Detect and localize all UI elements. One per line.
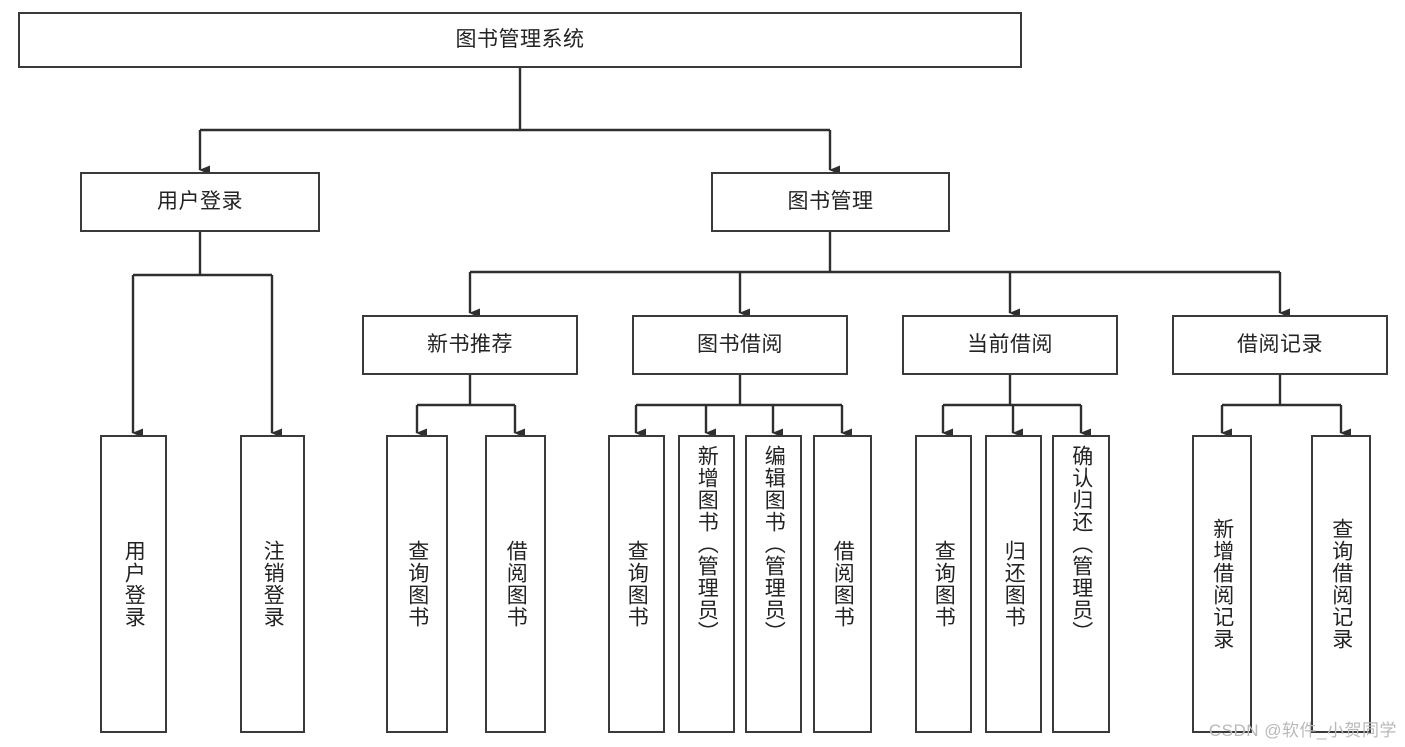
- node-leaf-logout-label: 注销登录: [261, 540, 285, 628]
- node-leaf-borrow-book-rec-label: 借阅图书: [504, 540, 528, 628]
- node-leaf-confirm-return-label: 确认归还（管理员）: [1069, 445, 1093, 643]
- node-root-system[interactable]: 图书管理系统: [18, 12, 1022, 68]
- node-leaf-query-record[interactable]: 查询借阅记录: [1311, 435, 1371, 733]
- node-current-borrow-label: 当前借阅: [967, 333, 1053, 357]
- node-book-borrow-label: 图书借阅: [697, 333, 783, 357]
- node-borrow-record-label: 借阅记录: [1237, 333, 1323, 357]
- node-new-book-recommend-label: 新书推荐: [427, 333, 513, 357]
- node-leaf-logout[interactable]: 注销登录: [240, 435, 305, 733]
- node-leaf-add-book-label: 新增图书（管理员）: [695, 445, 719, 643]
- node-leaf-query-book-cur[interactable]: 查询图书: [915, 435, 972, 733]
- node-leaf-add-record-label: 新增借阅记录: [1210, 518, 1234, 650]
- node-leaf-query-book-rec-label: 查询图书: [405, 540, 429, 628]
- node-borrow-record[interactable]: 借阅记录: [1172, 315, 1388, 375]
- node-user-login[interactable]: 用户登录: [80, 172, 320, 232]
- node-leaf-return-book[interactable]: 归还图书: [985, 435, 1042, 733]
- node-leaf-confirm-return[interactable]: 确认归还（管理员）: [1052, 435, 1110, 733]
- node-book-borrow[interactable]: 图书借阅: [632, 315, 848, 375]
- node-leaf-query-record-label: 查询借阅记录: [1329, 518, 1353, 650]
- node-user-login-label: 用户登录: [157, 190, 243, 214]
- node-new-book-recommend[interactable]: 新书推荐: [362, 315, 578, 375]
- node-book-manage[interactable]: 图书管理: [711, 172, 950, 232]
- node-leaf-edit-book[interactable]: 编辑图书（管理员）: [745, 435, 802, 733]
- node-leaf-query-book-borrow[interactable]: 查询图书: [608, 435, 665, 733]
- node-leaf-borrow-book-rec[interactable]: 借阅图书: [485, 435, 546, 733]
- node-leaf-borrow-book-label: 借阅图书: [831, 540, 855, 628]
- node-leaf-query-book-rec[interactable]: 查询图书: [386, 435, 448, 733]
- node-leaf-add-record[interactable]: 新增借阅记录: [1192, 435, 1252, 733]
- connector-group: [131, 68, 1351, 438]
- node-current-borrow[interactable]: 当前借阅: [902, 315, 1118, 375]
- node-leaf-add-book[interactable]: 新增图书（管理员）: [678, 435, 735, 733]
- node-leaf-edit-book-label: 编辑图书（管理员）: [762, 445, 786, 643]
- node-leaf-borrow-book[interactable]: 借阅图书: [813, 435, 872, 733]
- node-book-manage-label: 图书管理: [787, 190, 874, 214]
- node-leaf-query-book-borrow-label: 查询图书: [625, 540, 649, 628]
- node-leaf-query-book-cur-label: 查询图书: [932, 540, 956, 628]
- node-leaf-user-login-label: 用户登录: [122, 540, 146, 628]
- node-root-system-label: 图书管理系统: [455, 28, 585, 52]
- node-leaf-return-book-label: 归还图书: [1002, 540, 1026, 628]
- node-leaf-user-login[interactable]: 用户登录: [100, 435, 167, 733]
